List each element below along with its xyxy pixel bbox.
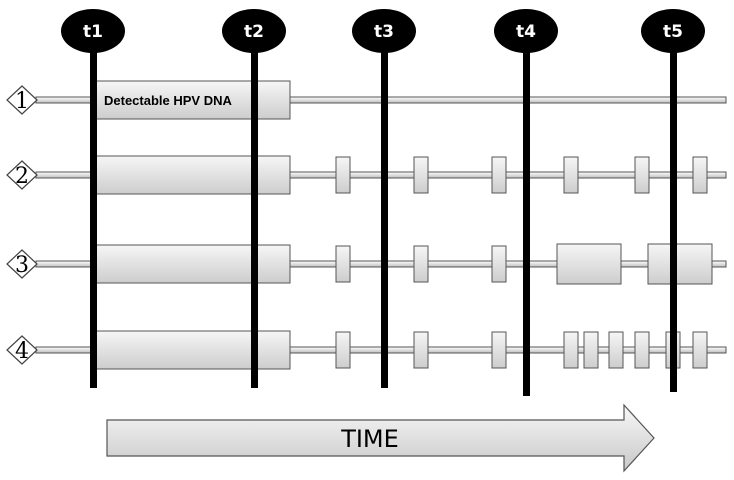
t5-marker (641, 9, 705, 53)
row-3-episode (491, 245, 507, 283)
t4-line (523, 30, 530, 396)
row-4-label: 4 (15, 339, 29, 364)
row-2-diamond-marker (6, 160, 38, 190)
row-2-episode (491, 156, 507, 194)
t5-line (670, 30, 677, 392)
row-3-long-episode (556, 243, 622, 285)
time-markers: t1 t2 t3 t4 t5 (61, 9, 705, 396)
row-4-episode (634, 331, 650, 369)
row-4-episode (692, 331, 708, 369)
row-4-episode (563, 331, 579, 369)
t1-line (90, 30, 97, 388)
t4-marker (494, 9, 558, 53)
row-2-episode (563, 156, 579, 194)
t4-label: t4 (516, 22, 536, 42)
t2-line (251, 30, 258, 388)
row-4-hpv-dna-segment (91, 330, 291, 370)
row-3-episode (335, 245, 351, 283)
row-1-label: 1 (15, 89, 29, 114)
hpv-dna-annotation: Detectable HPV DNA (104, 93, 232, 108)
row-2-label: 2 (15, 164, 29, 189)
row-4: 4 (6, 330, 727, 370)
row-2-episode (413, 156, 429, 194)
row-4-episode (413, 331, 429, 369)
row-3-hpv-dna-segment (91, 244, 291, 284)
t3-marker (352, 9, 416, 53)
row-4-episode (335, 331, 351, 369)
time-arrow-label: TIME (340, 425, 399, 453)
time-arrow: TIME (106, 403, 655, 473)
row-3-episode (413, 245, 429, 283)
t3-label: t3 (374, 22, 394, 42)
row-2-episode (335, 156, 351, 194)
t2-label: t2 (244, 22, 264, 42)
t1-label: t1 (83, 22, 103, 42)
row-3-long-episode (647, 243, 713, 285)
row-4-diamond-marker (6, 335, 38, 365)
row-2-episode (634, 156, 650, 194)
row-1-diamond-marker (6, 85, 38, 115)
time-arrow-shape (106, 403, 655, 473)
row-4-episode (491, 331, 507, 369)
t1-marker (61, 9, 125, 53)
row-2-episode (692, 156, 708, 194)
row-2-hpv-dna-segment (91, 155, 291, 195)
row-3: 3 (6, 243, 727, 285)
t5-label: t5 (663, 22, 683, 42)
row-3-label: 3 (15, 253, 29, 278)
row-4-episode (608, 331, 624, 369)
row-2: 2 (6, 155, 727, 195)
t3-line (381, 30, 388, 388)
t2-marker (222, 9, 286, 53)
row-3-diamond-marker (6, 249, 38, 279)
row-4-episode (583, 331, 599, 369)
row-1: Detectable HPV DNA 1 (6, 80, 727, 120)
